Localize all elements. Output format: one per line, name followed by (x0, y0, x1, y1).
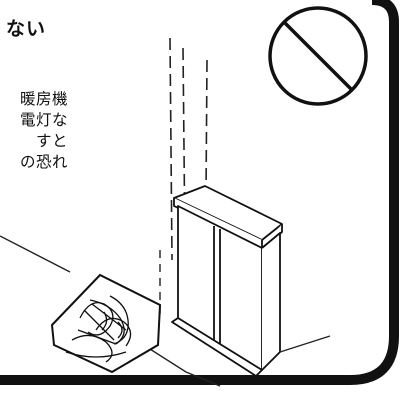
cabinet-illustration (171, 185, 283, 377)
warning-text-line-2: 電灯な (19, 111, 68, 129)
outlet-and-cabinet-illustration (50, 273, 162, 374)
prohibition-icon (268, 6, 368, 106)
warning-heading: ない (5, 18, 46, 40)
warning-text-line-1: 暖房機 (19, 90, 68, 108)
warning-text-line-4: の恐れ (19, 153, 68, 171)
warning-text: 暖房機 電灯な すと の恐れ (20, 89, 68, 173)
panel-frame (0, 0, 399, 385)
warning-text-line-3: すと (35, 132, 68, 150)
